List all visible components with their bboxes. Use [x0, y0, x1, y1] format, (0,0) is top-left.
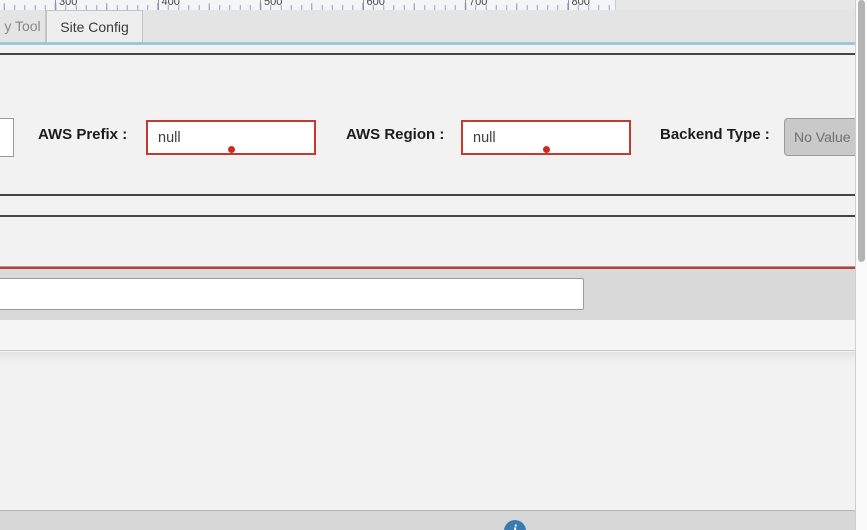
site-config-form: AWS Prefix : AWS Region : Backend Type :… — [0, 55, 862, 194]
separator-line — [0, 194, 855, 196]
backend-type-value: No Value — [794, 129, 851, 145]
toolbar-text-input[interactable] — [0, 278, 584, 310]
separator-line — [0, 53, 855, 55]
ruler-label: 400 — [157, 0, 180, 10]
spacer — [0, 45, 855, 53]
horizontal-ruler: 300 400 500 600 700 800 — [0, 0, 616, 10]
separator-line — [0, 215, 855, 217]
tab-site-config[interactable]: Site Config — [46, 10, 143, 42]
info-button[interactable]: i — [504, 520, 526, 530]
error-top-border — [0, 267, 855, 269]
backend-type-label: Backend Type : — [660, 126, 770, 143]
empty-panel — [0, 217, 855, 266]
content-area — [0, 352, 855, 510]
top-bar: 300 400 500 600 700 800 — [0, 0, 855, 10]
ruler-label: 800 — [567, 0, 590, 10]
input-toolbar — [0, 266, 855, 320]
aws-region-error-dot-icon — [543, 146, 550, 153]
footer-bar: i — [0, 510, 855, 530]
tab-query-tool[interactable]: y Tool — [0, 10, 46, 42]
backend-type-select[interactable]: No Value — [784, 118, 862, 156]
vertical-scrollbar-track[interactable] — [855, 0, 867, 530]
aws-prefix-error-dot-icon — [228, 146, 235, 153]
aws-prefix-label: AWS Prefix : — [38, 126, 128, 143]
sub-toolbar-strip — [0, 320, 855, 351]
clipped-left-input[interactable] — [0, 118, 14, 157]
info-icon: i — [513, 523, 517, 530]
ruler-mid-ticks — [0, 3, 615, 10]
vertical-scrollbar-thumb[interactable] — [858, 0, 865, 262]
collapsed-panel — [0, 196, 855, 215]
ruler-label: 300 — [55, 0, 77, 10]
tab-label: Site Config — [60, 18, 129, 35]
ruler-label: 700 — [465, 0, 487, 10]
ruler-label: 500 — [260, 0, 282, 10]
aws-region-label: AWS Region : — [346, 126, 445, 143]
ruler-label: 600 — [362, 0, 385, 10]
tab-bar: y Tool Site Config — [0, 10, 855, 45]
tab-label: y Tool — [4, 18, 41, 34]
